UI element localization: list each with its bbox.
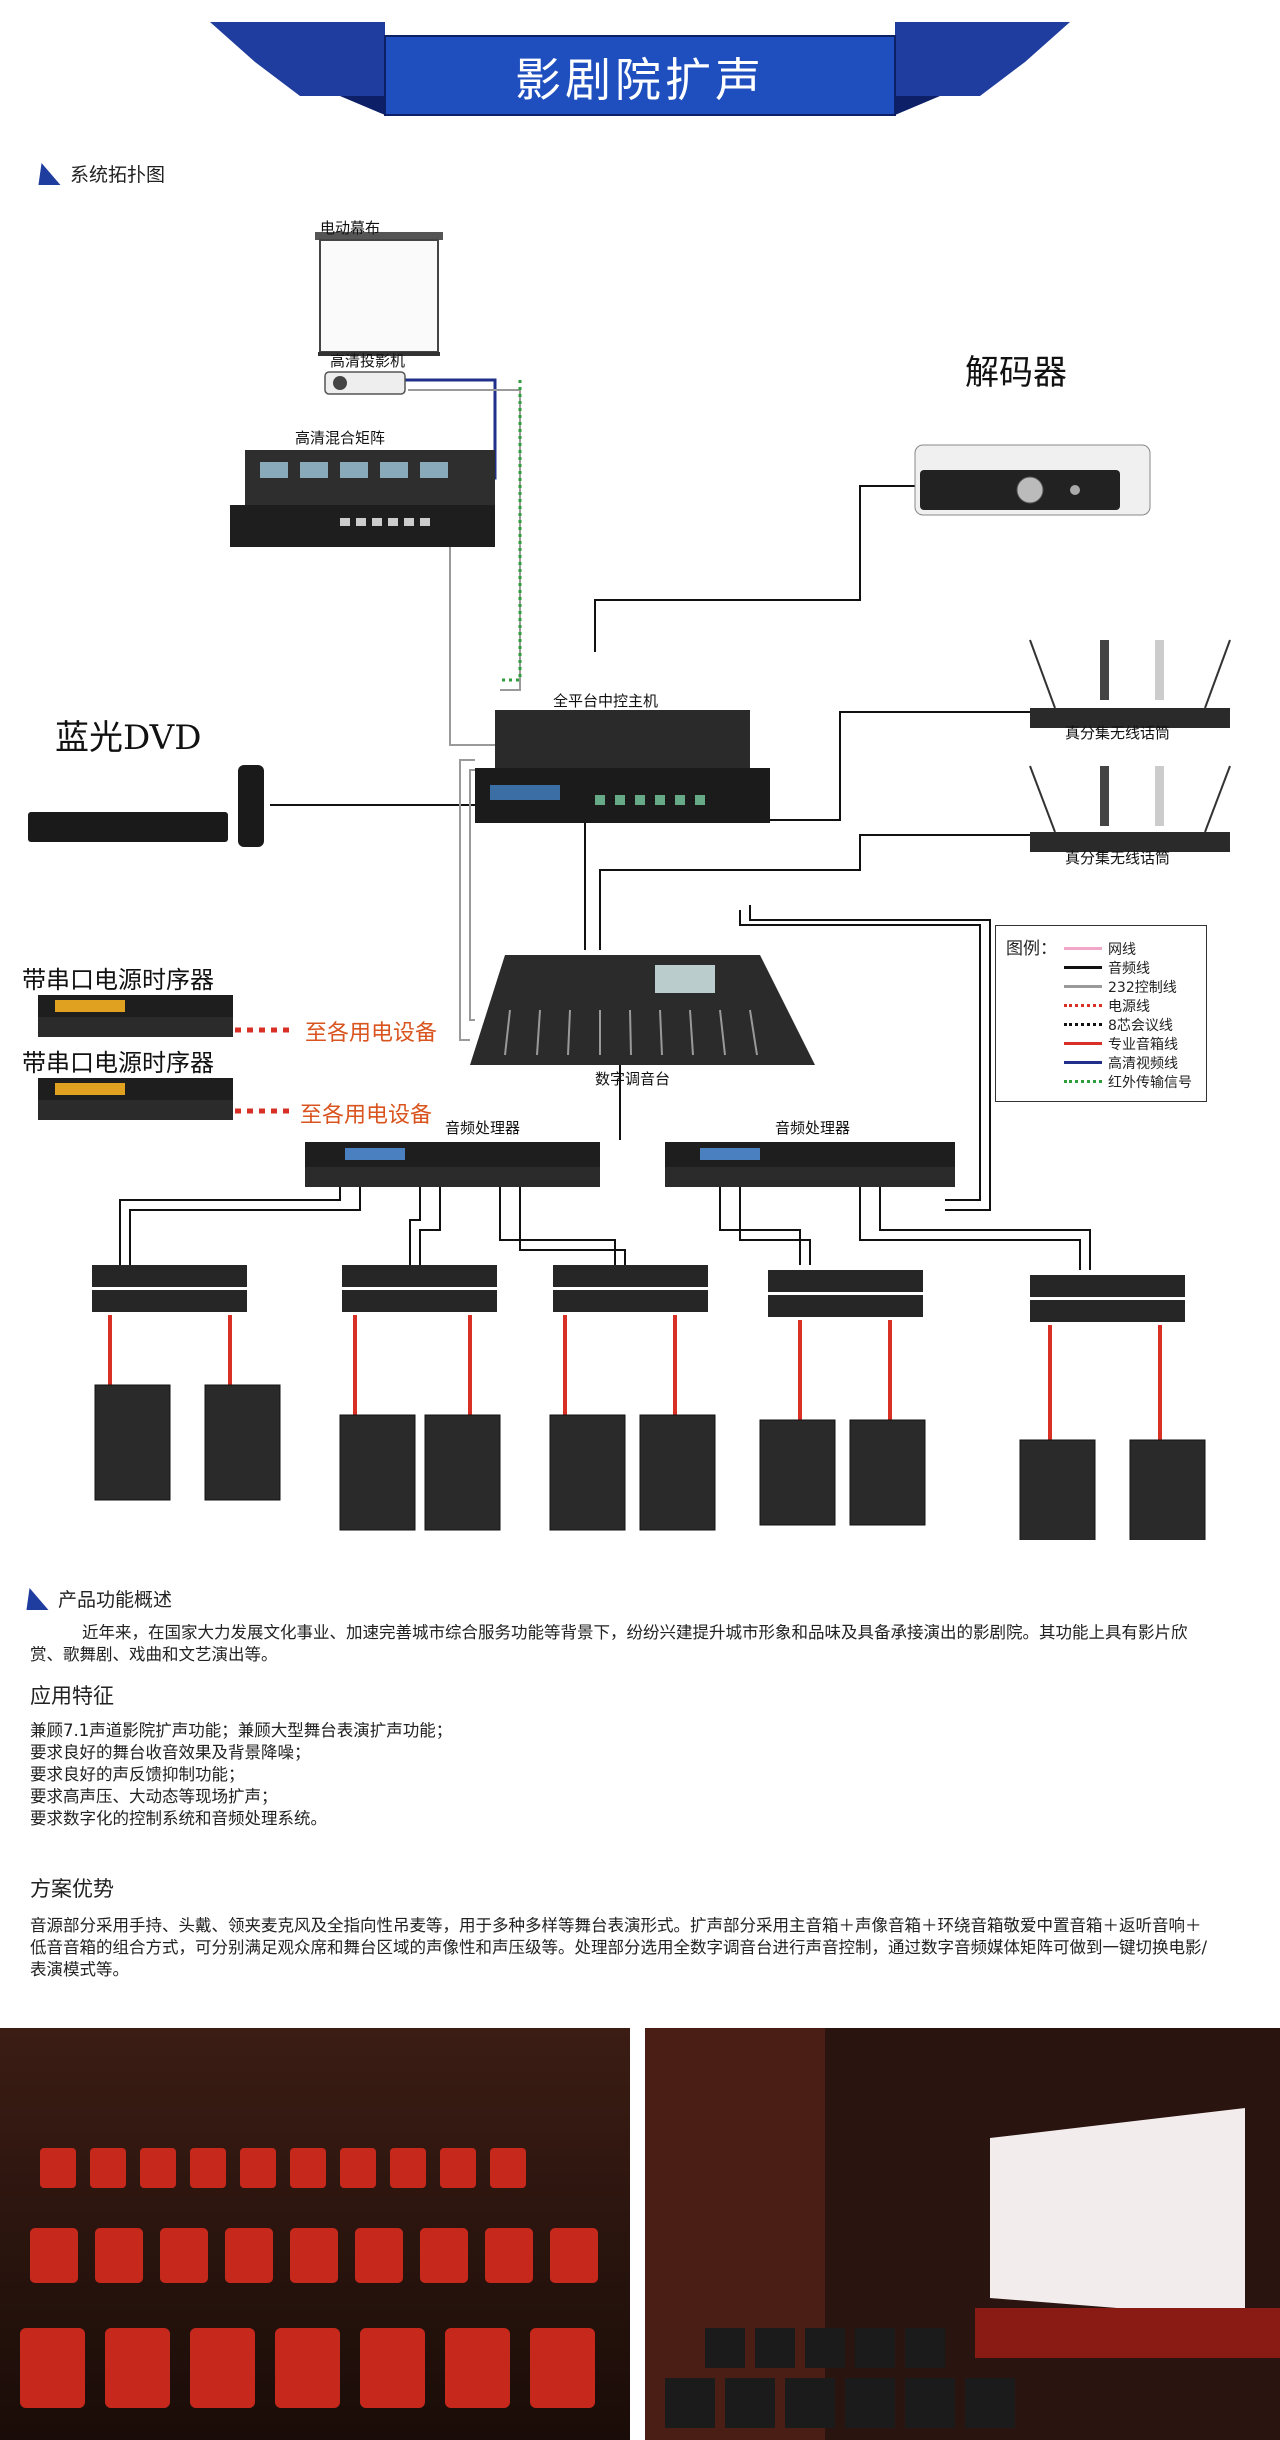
power-sequencer-icon	[38, 995, 233, 1037]
page-title: 影剧院扩声	[515, 53, 765, 107]
wireless-mic-receiver-icon	[1029, 639, 1231, 728]
legend-item: 232控制线	[1064, 978, 1177, 996]
feature-line: 要求数字化的控制系统和音频处理系统。	[30, 1809, 327, 1828]
legend-label: 红外传输信号	[1108, 1074, 1192, 1091]
feature-line: 要求高声压、大动态等现场扩声；	[30, 1787, 278, 1806]
label-bluray: 蓝光DVD	[55, 718, 202, 758]
matrix-switcher-icon	[230, 450, 495, 547]
label-to-power-1: 至各用电设备	[305, 1021, 438, 1046]
amplifier-icon	[92, 1265, 1185, 1322]
advantages-text: 音源部分采用手持、头戴、领夹麦克风及全指向性吊麦等，用于多种多样等舞台表演形式。…	[30, 1916, 1208, 1979]
advantages-heading: 方案优势	[30, 1877, 114, 1901]
topology-diagram	[28, 232, 1231, 1540]
feature-line: 要求良好的舞台收音效果及背景降噪；	[30, 1743, 311, 1762]
feature-line: 要求良好的声反馈抑制功能；	[30, 1765, 245, 1784]
power-sequencer-icon	[38, 1078, 233, 1120]
central-control-icon	[475, 710, 770, 823]
cinema-seats-photo	[0, 2028, 630, 2440]
feature-line: 兼顾7.1声道影院扩声功能；兼顾大型舞台表演扩声功能；	[30, 1721, 453, 1740]
overview-heading: 产品功能概述	[26, 1585, 172, 1612]
features-list: 兼顾7.1声道影院扩声功能；兼顾大型舞台表演扩声功能； 要求良好的舞台收音效果及…	[30, 1720, 1210, 1830]
label-projector: 高清投影机	[330, 352, 406, 370]
legend-label: 232控制线	[1108, 979, 1177, 996]
legend-item: 电源线	[1064, 997, 1150, 1015]
label-sequencer-2: 带串口电源时序器	[22, 1049, 214, 1077]
legend-item: 高清视频线	[1064, 1054, 1178, 1072]
legend-label: 电源线	[1108, 998, 1150, 1015]
title-banner	[210, 22, 1070, 116]
legend-label: 高清视频线	[1108, 1055, 1178, 1072]
legend-swatch	[1064, 1080, 1102, 1083]
legend-swatch	[1064, 947, 1102, 950]
label-sequencer-1: 带串口电源时序器	[22, 966, 214, 994]
label-processor-2: 音频处理器	[775, 1119, 851, 1137]
speaker-icon	[94, 1384, 1206, 1540]
features-heading: 应用特征	[30, 1684, 114, 1708]
legend-item: 红外传输信号	[1064, 1073, 1192, 1091]
label-decoder: 解码器	[965, 353, 1067, 393]
label-processor-1: 音频处理器	[445, 1119, 521, 1137]
legend-item: 8芯会议线	[1064, 1016, 1173, 1034]
legend-item: 专业音箱线	[1064, 1035, 1178, 1053]
section-marker-icon	[26, 1587, 52, 1610]
label-central-control: 全平台中控主机	[553, 692, 659, 710]
legend-swatch	[1064, 985, 1102, 988]
legend-label: 网线	[1108, 941, 1136, 958]
legend-item: 音频线	[1064, 959, 1150, 977]
label-matrix: 高清混合矩阵	[295, 429, 386, 447]
legend-label: 专业音箱线	[1108, 1036, 1178, 1053]
decoder-icon	[914, 444, 1151, 516]
legend-title: 图例：	[1006, 939, 1057, 959]
projector-icon	[324, 371, 406, 395]
wireless-mic-receiver-icon	[1029, 765, 1231, 852]
label-mixer: 数字调音台	[595, 1070, 671, 1088]
legend-swatch	[1064, 966, 1102, 969]
label-to-power-2: 至各用电设备	[300, 1103, 433, 1128]
label-wireless-mic-1: 真分集无线话筒	[1065, 724, 1171, 742]
legend-label: 音频线	[1108, 960, 1150, 977]
overview-text: 近年来，在国家大力发展文化事业、加速完善城市综合服务功能等背景下，纷纷兴建提升城…	[30, 1623, 1188, 1664]
audio-processor-icon	[305, 1142, 600, 1187]
legend-swatch	[1064, 1004, 1102, 1007]
motorized-screen-icon	[315, 232, 443, 356]
bluray-player-icon	[28, 765, 264, 847]
label-wireless-mic-2: 真分集无线话筒	[1065, 849, 1171, 867]
legend: 图例： 网线音频线 232控制线电源线 8芯会议线专业音箱线高清视频线红外传输信号	[995, 925, 1207, 1102]
legend-swatch	[1064, 1061, 1102, 1064]
topology-heading: 系统拓扑图	[38, 160, 165, 187]
legend-swatch	[1064, 1042, 1102, 1045]
legend-swatch	[1064, 1023, 1102, 1026]
legend-label: 8芯会议线	[1108, 1017, 1173, 1034]
legend-item: 网线	[1064, 940, 1136, 958]
cinema-screen-photo	[645, 2028, 1280, 2440]
digital-mixer-icon	[470, 955, 815, 1065]
label-screen: 电动幕布	[320, 219, 381, 237]
audio-processor-icon	[665, 1142, 955, 1187]
